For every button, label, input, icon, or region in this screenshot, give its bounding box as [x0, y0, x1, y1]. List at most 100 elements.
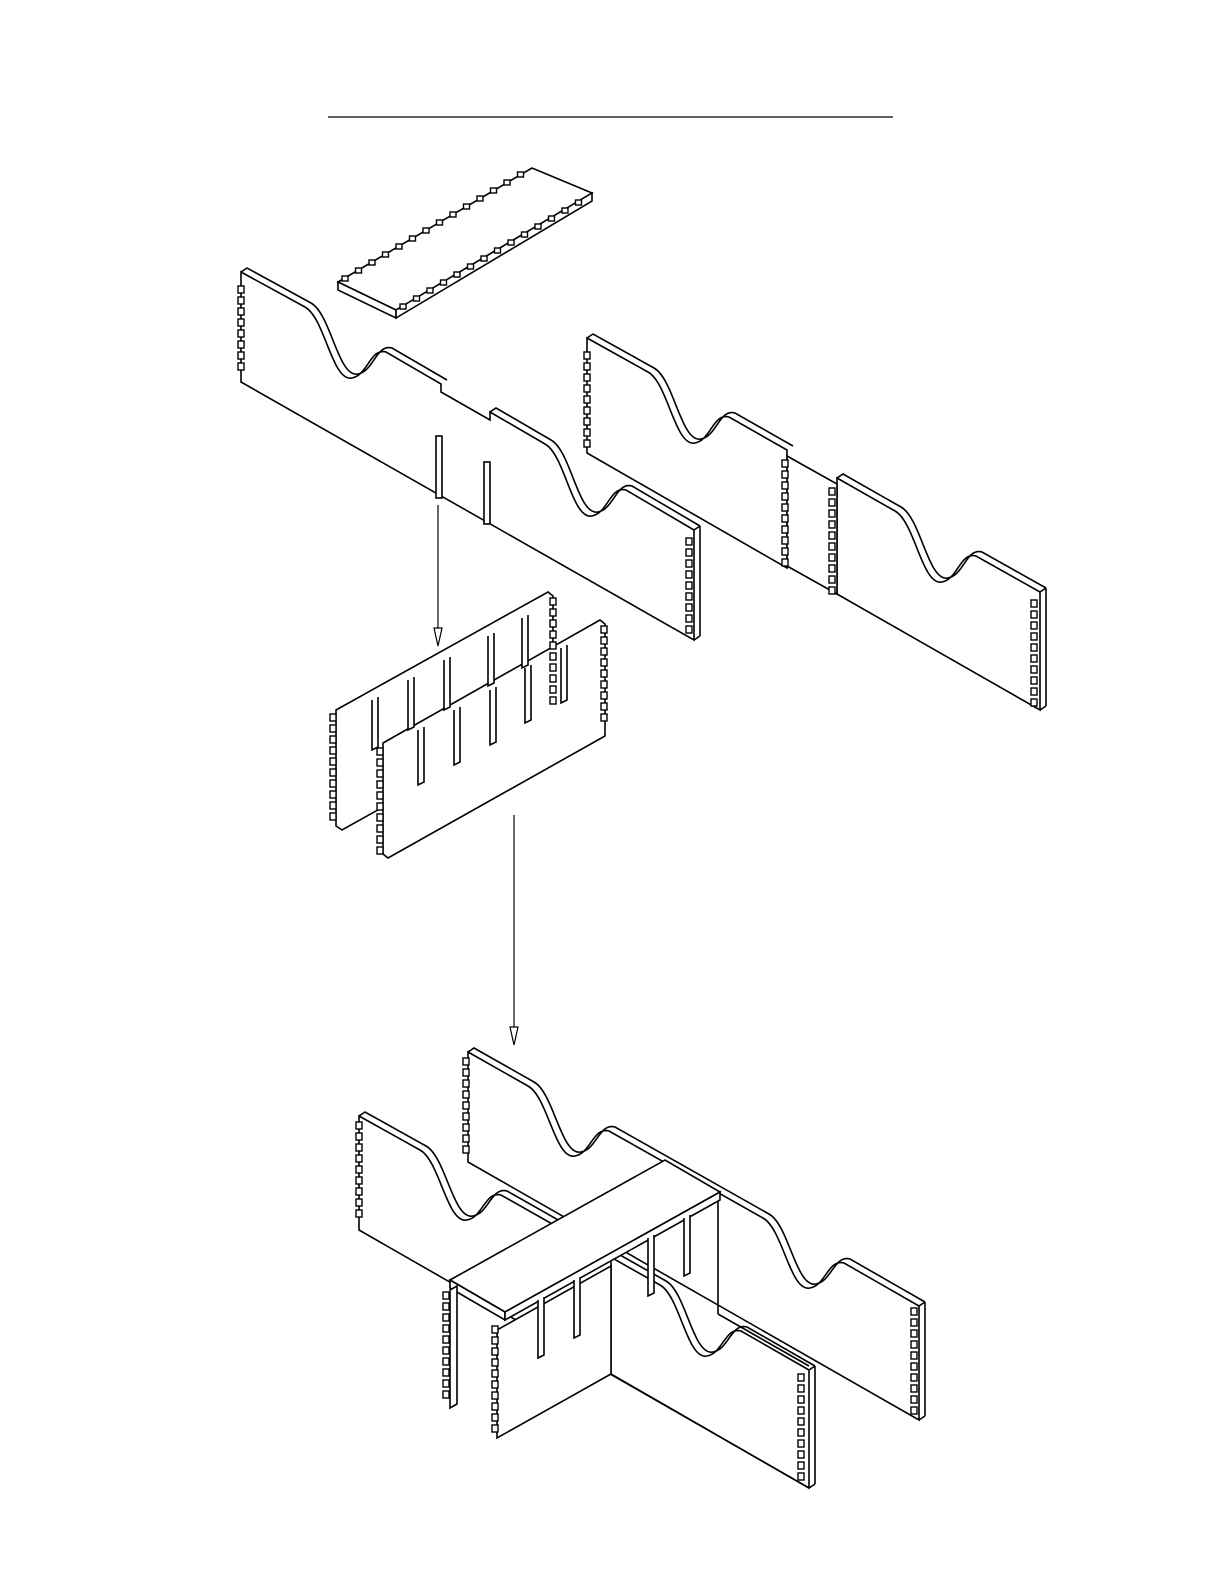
finger-tab — [356, 1133, 362, 1140]
divider-slot — [444, 657, 450, 710]
finger-tab — [782, 537, 788, 544]
finger-tab — [1031, 644, 1037, 651]
finger-tab — [829, 521, 835, 528]
finger-tab — [443, 1303, 449, 1310]
finger-tab — [330, 736, 336, 743]
finger-tab — [1031, 622, 1037, 629]
finger-tab — [356, 1144, 362, 1151]
finger-tab — [782, 493, 788, 500]
finger-tab — [443, 1336, 449, 1343]
divider-slot — [525, 665, 531, 723]
finger-tab — [798, 1418, 804, 1425]
finger-tab — [238, 330, 244, 337]
finger-tab — [356, 1177, 362, 1184]
finger-tab — [330, 758, 336, 765]
finger-tab — [443, 1347, 449, 1354]
assembled-slot — [648, 1235, 654, 1296]
finger-tab — [911, 1319, 917, 1326]
finger-tab — [443, 1314, 449, 1321]
finger-tab — [686, 582, 692, 589]
finger-tab — [1031, 688, 1037, 695]
finger-tab — [829, 554, 835, 561]
finger-tab — [492, 1370, 498, 1377]
finger-tab — [584, 440, 590, 447]
finger-tab — [584, 429, 590, 436]
finger-tab — [463, 1135, 469, 1142]
finger-tab — [911, 1308, 917, 1315]
finger-tab — [829, 543, 835, 550]
plate-tab — [522, 232, 528, 237]
finger-tab — [443, 1369, 449, 1376]
plate-tab — [427, 288, 433, 293]
finger-tab — [330, 725, 336, 732]
divider-slot — [418, 727, 424, 785]
finger-tab — [377, 814, 383, 821]
finger-tab — [443, 1292, 449, 1299]
finger-tab — [377, 836, 383, 843]
finger-tab — [584, 407, 590, 414]
finger-tab — [492, 1359, 498, 1366]
plate-tab — [396, 244, 402, 249]
finger-tab — [584, 418, 590, 425]
finger-tab — [798, 1407, 804, 1414]
finger-tab — [798, 1374, 804, 1381]
arrow-to-dividers — [434, 505, 442, 646]
finger-tab — [463, 1058, 469, 1065]
finger-tab — [829, 532, 835, 539]
plate-tab — [491, 188, 497, 193]
finger-tab — [911, 1363, 917, 1370]
finger-tab — [782, 460, 788, 467]
finger-tab — [686, 626, 692, 633]
finger-tab — [1031, 611, 1037, 618]
finger-tab — [686, 549, 692, 556]
arrow-to-assembly — [510, 815, 518, 1045]
finger-tab — [238, 352, 244, 359]
finger-tab — [601, 626, 607, 633]
plate-tab — [410, 236, 416, 241]
finger-tab — [463, 1102, 469, 1109]
finger-tab — [550, 697, 556, 704]
plate-tab — [504, 180, 510, 185]
finger-tab — [686, 615, 692, 622]
finger-tab — [829, 565, 835, 572]
finger-tab — [238, 286, 244, 293]
finger-tab — [377, 825, 383, 832]
finger-tab — [492, 1403, 498, 1410]
plate-tab — [518, 172, 524, 177]
finger-tab — [798, 1385, 804, 1392]
finger-tab — [911, 1330, 917, 1337]
finger-tab — [911, 1385, 917, 1392]
finger-tab — [1031, 699, 1037, 706]
plate-tab — [441, 280, 447, 285]
finger-tab — [829, 576, 835, 583]
finger-tab — [601, 681, 607, 688]
finger-tab — [356, 1199, 362, 1206]
finger-tab — [238, 363, 244, 370]
finger-tab — [584, 396, 590, 403]
finger-tab — [492, 1381, 498, 1388]
plate-tab — [549, 216, 555, 221]
finger-tab — [601, 692, 607, 699]
divider-slot — [408, 677, 414, 730]
plate-tab — [369, 260, 375, 265]
assembled-slot — [538, 1297, 544, 1358]
finger-tab — [443, 1391, 449, 1398]
finger-tab — [1031, 600, 1037, 607]
finger-tab — [492, 1326, 498, 1333]
finger-tab — [550, 609, 556, 616]
finger-tab — [686, 571, 692, 578]
finger-tab — [356, 1188, 362, 1195]
plate-tab — [562, 208, 568, 213]
finger-tab — [911, 1396, 917, 1403]
finger-tab — [377, 847, 383, 854]
finger-tab — [492, 1425, 498, 1432]
finger-tab — [782, 471, 788, 478]
finger-tab — [550, 686, 556, 693]
divider-slot — [488, 633, 494, 686]
finger-tab — [377, 770, 383, 777]
divider-slot — [372, 697, 378, 750]
finger-tab — [443, 1358, 449, 1365]
finger-tab — [463, 1146, 469, 1153]
finger-tab — [782, 548, 788, 555]
finger-tab — [911, 1352, 917, 1359]
